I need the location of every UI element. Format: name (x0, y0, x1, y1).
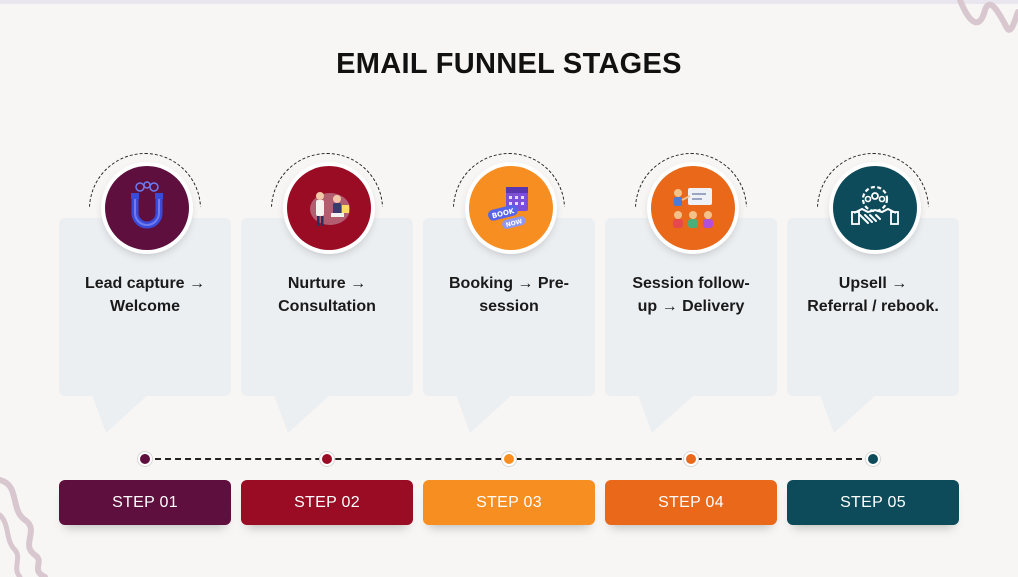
top-border (0, 0, 1018, 4)
stage-text-3: Booking → Pre-session (448, 275, 569, 315)
timeline-dot-5 (866, 452, 880, 466)
step-label-4: STEP 04 (605, 480, 777, 525)
card-tail-2 (274, 395, 330, 433)
stage-icon-circle-4 (651, 166, 735, 250)
page-title: EMAIL FUNNEL STAGES (336, 48, 682, 80)
decorative-scribble-top-right (957, 0, 1018, 33)
presentation-team-icon (673, 188, 713, 228)
timeline-dot-4 (684, 452, 698, 466)
timeline-dot-2 (320, 452, 334, 466)
svg-text:BOOK: BOOK (491, 207, 515, 220)
card-tail-5 (820, 395, 876, 433)
card-tail-4 (638, 395, 694, 433)
stage-icon-circle-1 (105, 166, 189, 250)
book-now-calendar-icon: BOOK NOW (488, 187, 528, 229)
step-label-5: STEP 05 (787, 480, 959, 525)
stage-icon-circle-5 (833, 166, 917, 250)
stage-text-5: Upsell → Referral / rebook. (807, 275, 939, 315)
stage-text-4: Session follow-up → Delivery (632, 275, 750, 315)
card-tail-3 (456, 395, 512, 433)
step-label-3: STEP 03 (423, 480, 595, 525)
step-label-1: STEP 01 (59, 480, 231, 525)
svg-text:NOW: NOW (505, 218, 523, 229)
stage-text-1: Lead capture → Welcome (84, 275, 206, 315)
consultation-people-icon (310, 192, 350, 226)
card-tail-1 (92, 395, 148, 433)
handshake-gear-icon (851, 185, 899, 225)
stage-icon-circle-2 (287, 166, 371, 250)
stage-text-2: Nurture → Consultation (278, 275, 376, 315)
timeline-dot-1 (138, 452, 152, 466)
magnet-icon (131, 181, 163, 229)
decorative-scribble-bottom-left (0, 477, 48, 577)
stage-icon-circle-3: BOOK NOW (469, 166, 553, 250)
step-label-2: STEP 02 (241, 480, 413, 525)
timeline-dot-3 (502, 452, 516, 466)
